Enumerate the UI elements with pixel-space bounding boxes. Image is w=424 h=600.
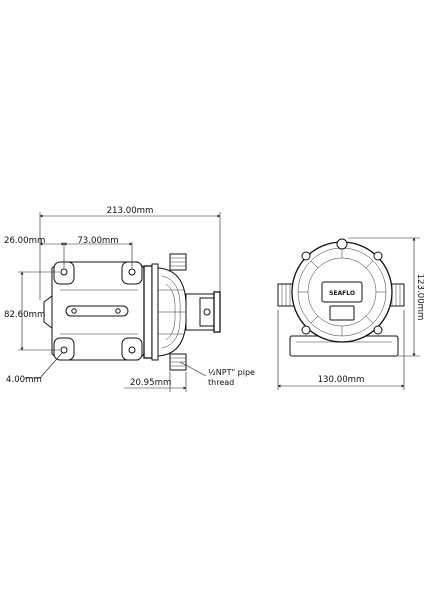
front-view: SEAFLO [277,237,420,390]
dim-overall-length: 213.00mm [107,206,154,216]
thread-note-line2: thread [208,378,234,387]
dim-front-width: 130.00mm [318,375,365,385]
thread-note-line1: ½NPT" pipe [208,368,255,377]
front-top-lug [336,238,348,250]
motor-label-slot [65,305,129,317]
logo-text: SEAFLO [329,290,355,297]
mount-hole-bottom-left [60,346,68,354]
dim-front-height: 123.00mm [415,274,424,321]
dim-mount-offset: 26.00mm [4,236,45,246]
dim-port-offset: 20.95mm [130,378,171,388]
motor-end-cap [43,295,53,329]
mount-hole-bottom-right [128,346,136,354]
dim-mount-height: 82.60mm [4,310,45,320]
logo-plate [321,281,363,303]
mount-hole-top-right [128,268,136,276]
side-view [18,212,221,392]
pump-flange [143,265,153,359]
mount-hole-top-left [60,268,68,276]
dim-mount-spacing: 73.00mm [77,236,118,246]
dim-hole-diameter: 4.00mm [6,375,42,385]
